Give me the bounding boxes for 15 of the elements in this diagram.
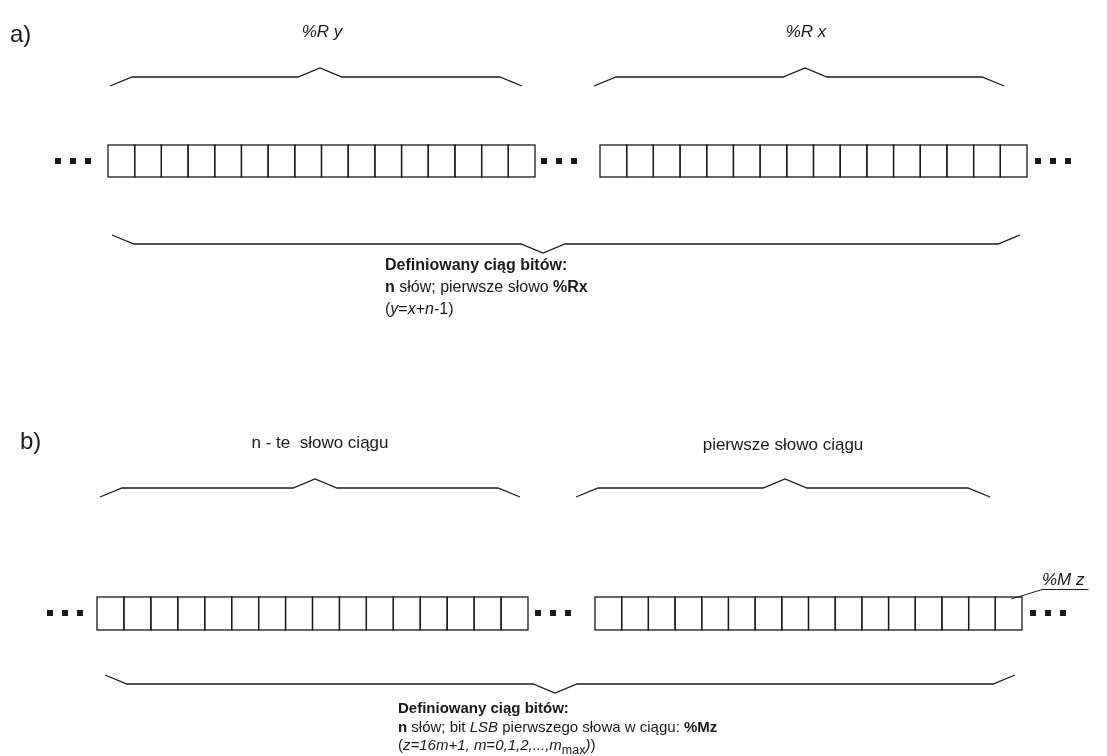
leader-label: %M z	[1042, 570, 1089, 590]
word-label: n - te słowo ciągu	[251, 433, 389, 453]
description-heading: Definiowany ciąg bitów:	[398, 699, 569, 717]
description-text: n słów; bit LSB pierwszego słowa w ciągu: %Mz	[398, 718, 718, 736]
panel-label: b)	[20, 427, 42, 455]
description-text: n słów; pierwsze słowo %Rx	[385, 278, 588, 297]
panel-label: a)	[10, 20, 32, 48]
description-text: (z=16m+1, m=0,1,2,...,m$_{max}$))	[398, 736, 596, 756]
register-label: %R x	[785, 22, 827, 42]
description-heading: Definiowany ciąg bitów:	[385, 256, 568, 275]
register-label: %R y	[301, 22, 343, 42]
word-label: pierwsze słowo ciągu	[702, 435, 864, 455]
description-text: (y=x+n-1)	[385, 300, 454, 319]
leader-line	[1010, 589, 1089, 600]
bit-cell	[994, 596, 1023, 631]
